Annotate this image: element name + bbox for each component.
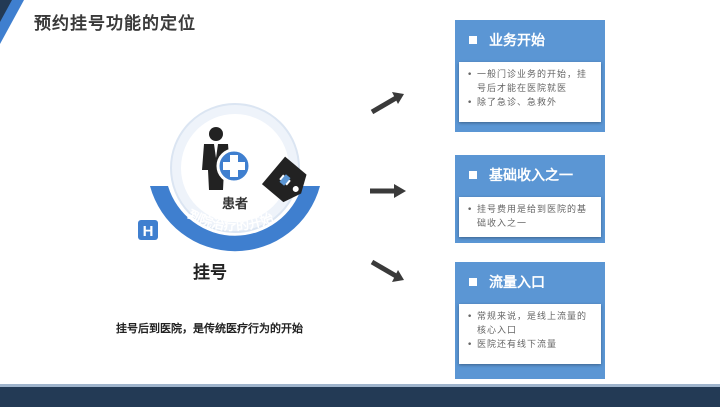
card-body: • 挂号费用是给到医院的基础收入之一 (459, 197, 601, 237)
card-basic-income: 基础收入之一 • 挂号费用是给到医院的基础收入之一 (455, 155, 605, 243)
hospital-letter: H (143, 223, 154, 240)
caption: 挂号后到医院，是传统医疗行为的开始 (116, 322, 303, 335)
footer-divider (0, 384, 720, 387)
list-item: • 医院还有线下流量 (467, 340, 558, 350)
card-business-start: 业务开始 • 一般门诊业务的开始，挂号后才能在医院就医 • 除了急诊、急救外 (455, 20, 605, 132)
footer-bar (0, 387, 720, 407)
card-title: 基础收入之一 (489, 168, 573, 184)
registration-illustration: H 到院治疗的开始 患者 (130, 100, 350, 270)
arc-label: 到院治疗的开始 (185, 208, 276, 235)
ticket-tag-icon (261, 156, 307, 203)
arrow-up-right-icon (370, 92, 404, 115)
square-bullet-icon (469, 171, 477, 179)
register-label: 挂号 (193, 263, 227, 283)
arrow-down-right-icon (370, 259, 404, 282)
card-traffic-entry: 流量入口 • 常规来说，是线上流量的核心入口 • 医院还有线下流量 (455, 262, 605, 379)
page-title: 预约挂号功能的定位 (34, 14, 196, 34)
list-item: • 常规来说，是线上流量的核心入口 (467, 312, 588, 336)
corner-accent (0, 0, 24, 44)
card-header: 业务开始 (455, 20, 605, 60)
square-bullet-icon (469, 36, 477, 44)
medical-cross-icon (216, 148, 252, 184)
square-bullet-icon (469, 278, 477, 286)
card-header: 流量入口 (455, 262, 605, 302)
card-body: • 常规来说，是线上流量的核心入口 • 医院还有线下流量 (459, 304, 601, 364)
patient-label: 患者 (221, 197, 248, 212)
card-title: 流量入口 (489, 275, 545, 291)
hospital-icon: H (138, 220, 158, 240)
card-title: 业务开始 (489, 33, 545, 49)
list-item: • 一般门诊业务的开始，挂号后才能在医院就医 (467, 70, 588, 94)
list-item: • 除了急诊、急救外 (467, 98, 558, 108)
card-header: 基础收入之一 (455, 155, 605, 195)
card-body: • 一般门诊业务的开始，挂号后才能在医院就医 • 除了急诊、急救外 (459, 62, 601, 122)
list-item: • 挂号费用是给到医院的基础收入之一 (467, 205, 588, 229)
arrow-right-icon (370, 184, 406, 198)
